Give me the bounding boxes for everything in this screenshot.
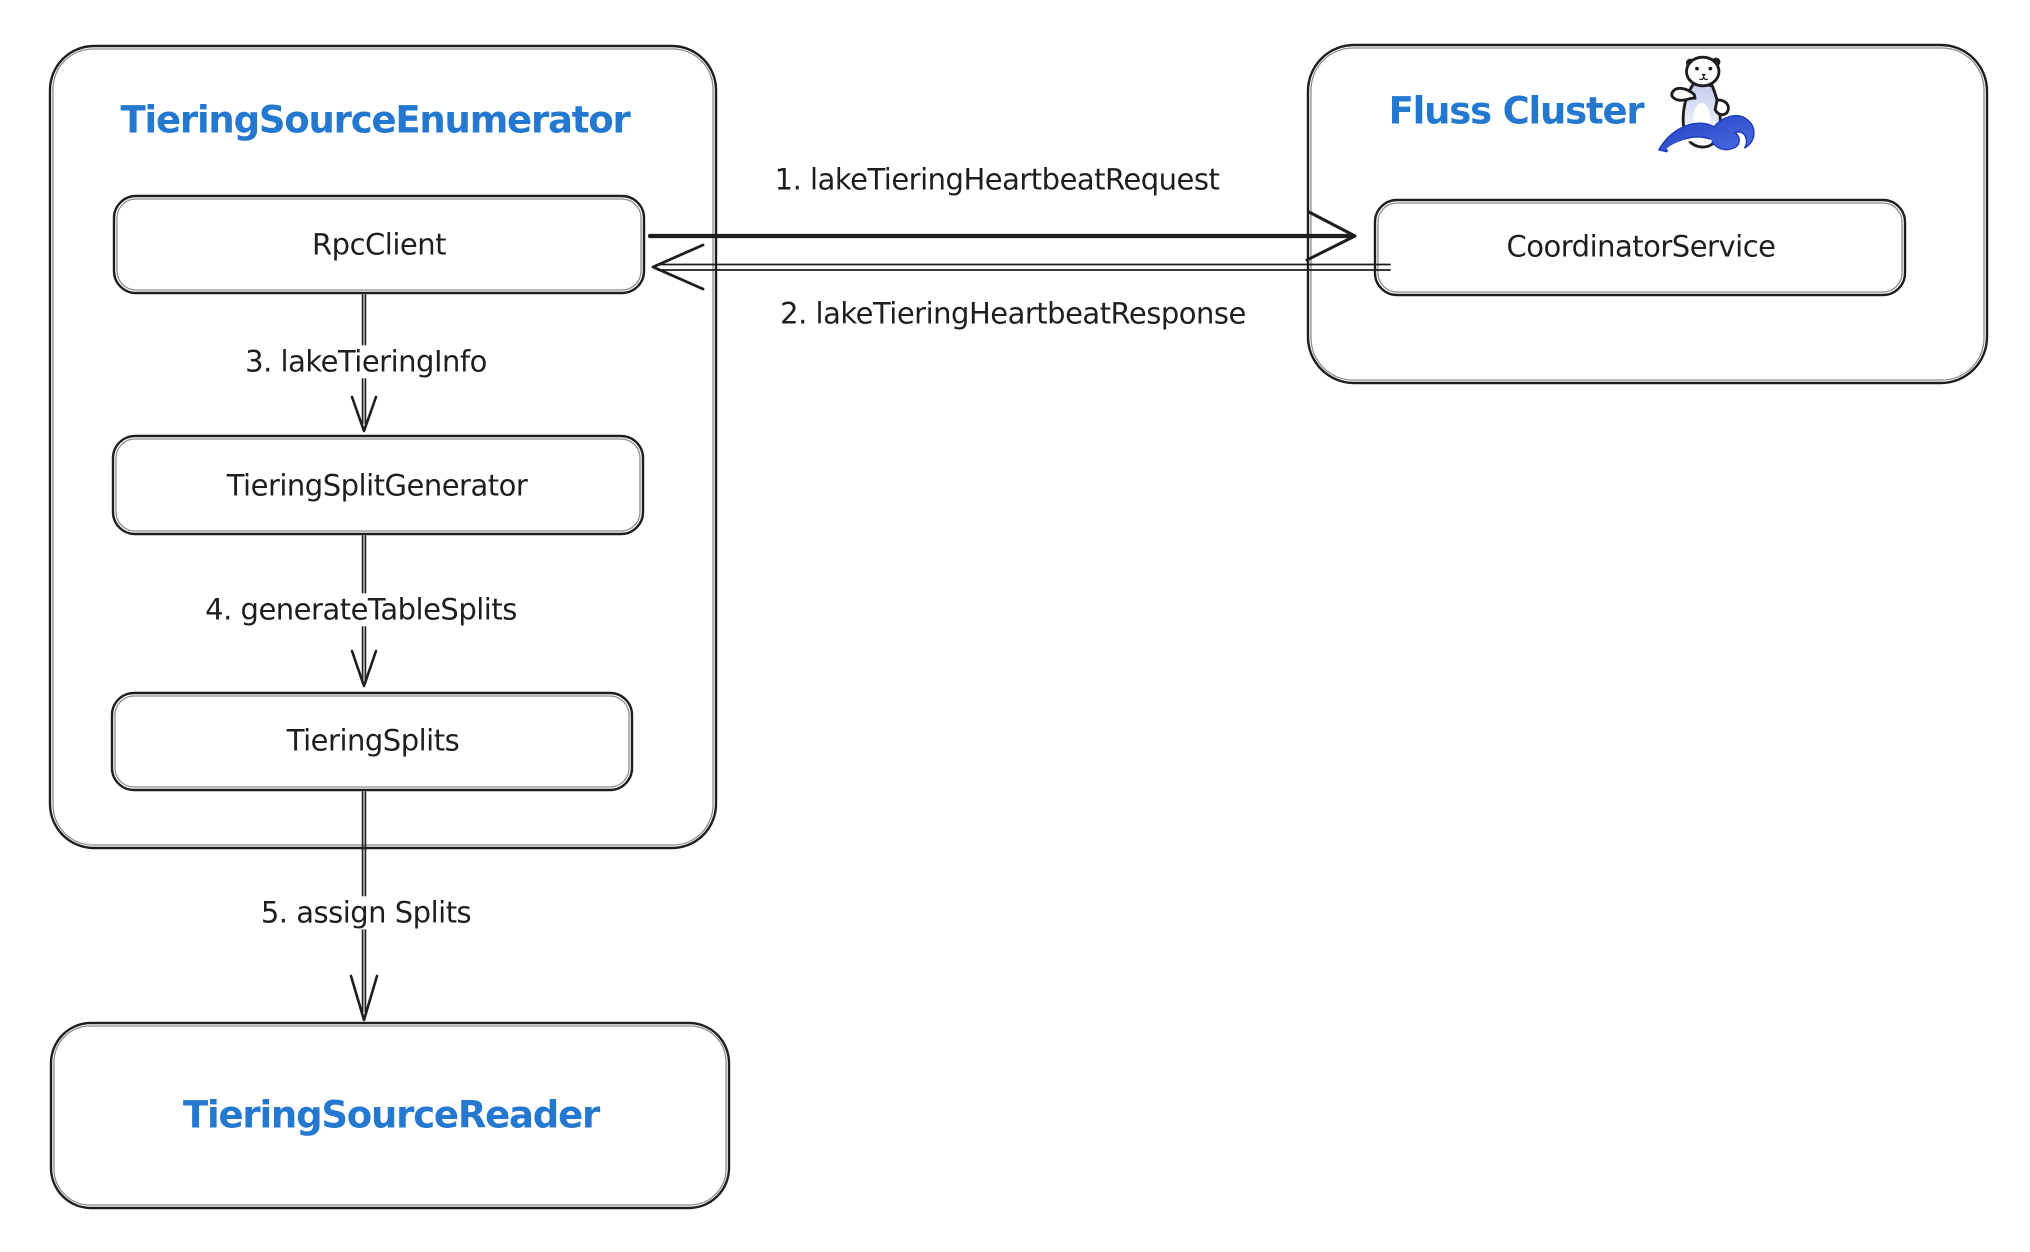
source-reader-box — [49, 1021, 731, 1210]
edge-label-lake-tiering-info: 3. lakeTieringInfo — [239, 344, 493, 379]
enumerator-box — [48, 44, 718, 850]
edge-label-heartbeat-response: 2. lakeTieringHeartbeatResponse — [774, 296, 1252, 331]
tiering-splits-label: TieringSplits — [280, 723, 466, 758]
fluss-cluster-title: Fluss Cluster — [1388, 89, 1645, 133]
edge-label-heartbeat-request: 1. lakeTieringHeartbeatRequest — [768, 162, 1226, 197]
rpc-client-label: RpcClient — [306, 227, 452, 262]
split-generator-label: TieringSplitGenerator — [220, 468, 534, 503]
edge-heartbeat-response-arrow — [651, 243, 1391, 291]
edge-label-generate-table-splits: 4. generateTableSplits — [199, 592, 523, 627]
split-generator-box — [111, 434, 645, 536]
edge-label-assign-splits: 5. assign Splits — [254, 895, 478, 930]
coordinator-service-box — [1373, 198, 1907, 297]
enumerator-title: TieringSourceEnumerator — [120, 98, 630, 142]
fluss-logo-otter-wave-icon — [1658, 55, 1755, 153]
source-reader-title: TieringSourceReader — [182, 1093, 600, 1137]
tiering-splits-box — [110, 691, 634, 792]
coordinator-service-label: CoordinatorService — [1500, 229, 1782, 264]
edge-heartbeat-request-arrow — [647, 210, 1357, 262]
rpc-client-box — [112, 194, 646, 295]
